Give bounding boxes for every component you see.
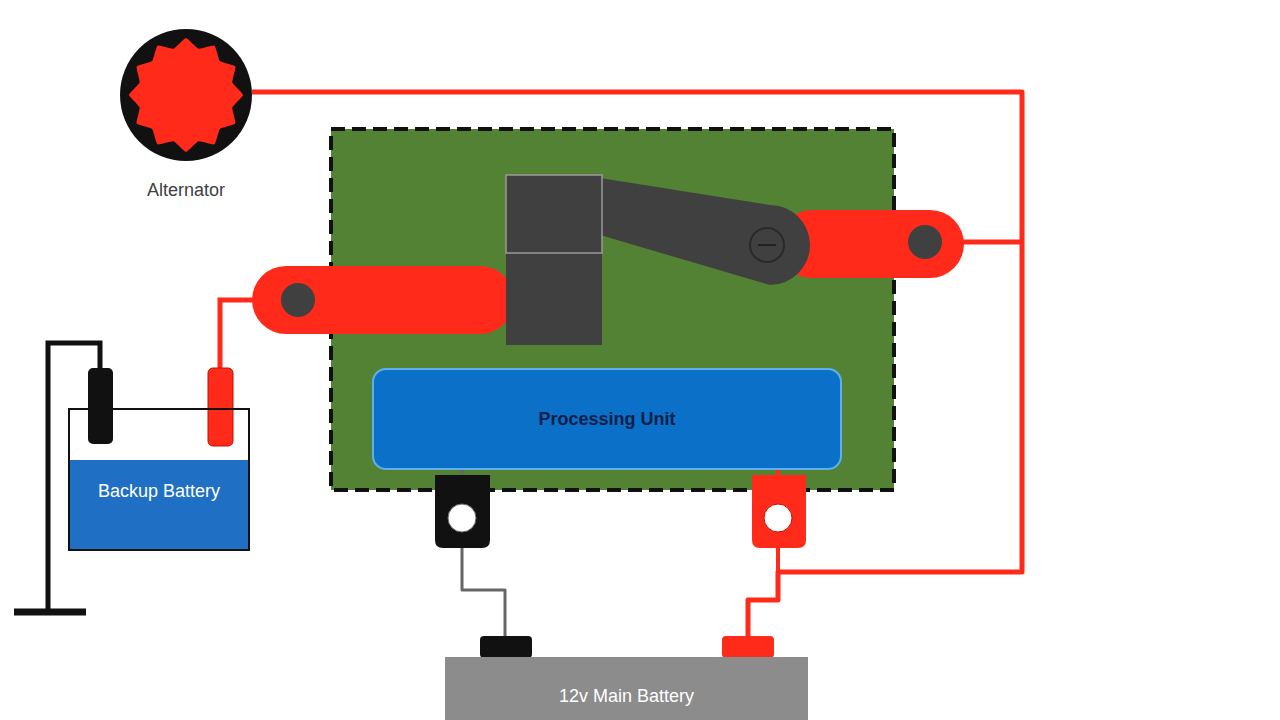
wire-connector <box>462 470 505 657</box>
relay-armature <box>506 175 602 253</box>
control-board <box>331 129 894 490</box>
node-label: Alternator <box>110 180 262 201</box>
relay-contact <box>778 210 964 278</box>
alternator-symbol <box>110 25 262 165</box>
positive-lug <box>752 475 806 548</box>
battery-box: 12v Main Battery <box>445 657 808 720</box>
relay-contact <box>252 266 514 334</box>
relay-wire <box>955 240 1024 245</box>
relay-coil <box>506 175 602 345</box>
ground-symbol <box>14 609 86 616</box>
lug-hole <box>764 504 792 532</box>
lug-hole <box>448 504 476 532</box>
battery-box: Backup Battery <box>68 408 250 551</box>
processing-box: Processing Unit <box>372 368 842 470</box>
wire-connector <box>252 92 1022 657</box>
negative-terminal <box>480 636 532 658</box>
node-label: Backup Battery <box>70 481 248 502</box>
contact-bolt <box>908 225 942 259</box>
node-label: 12v Main Battery <box>445 686 808 707</box>
backup-wire <box>220 300 270 372</box>
relay-arm <box>600 178 810 285</box>
contact-bolt <box>281 283 315 317</box>
alternator: Alternator <box>110 25 262 210</box>
pivot-slot <box>758 244 776 246</box>
positive-terminal <box>722 636 774 658</box>
wire-connector <box>748 470 778 657</box>
pivot-screw <box>750 228 784 262</box>
node-label: Processing Unit <box>374 409 840 430</box>
negative-lug <box>435 475 490 548</box>
alternator-housing <box>120 29 252 161</box>
alternator-rotor <box>129 38 243 152</box>
